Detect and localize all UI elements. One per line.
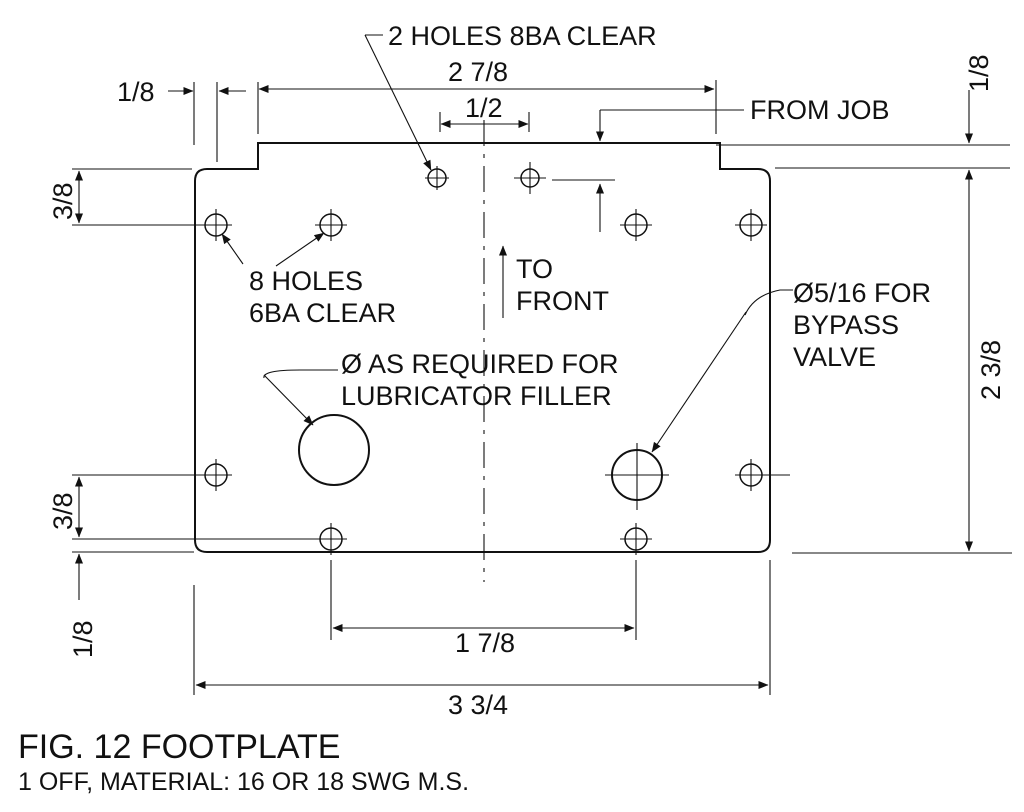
dim-right-step-top: 1/8 — [964, 54, 994, 92]
hole-bottom-right — [620, 523, 652, 555]
hole-top-left-8ba — [425, 166, 449, 190]
dim-top-width: 2 7/8 — [448, 57, 508, 87]
hole-upper-1 — [200, 209, 232, 241]
note-corner-holes-1: 8 HOLES — [249, 266, 363, 296]
hole-bottom-left — [298, 523, 347, 555]
plate-outline — [194, 142, 771, 553]
note-bypass-2: BYPASS — [793, 310, 899, 340]
hole-mid-left — [200, 459, 232, 491]
bypass-valve-hole — [605, 443, 669, 510]
hole-upper-3 — [620, 209, 652, 241]
note-bypass-3: VALVE — [793, 342, 876, 372]
dim-top-step-left: 1/8 — [117, 77, 155, 107]
dim-bottom-hole-spacing: 1 7/8 — [455, 628, 515, 658]
dim-left-lower-offset: 3/8 — [48, 492, 78, 530]
caption-subtitle: 1 OFF, MATERIAL: 16 OR 18 SWG M.S. — [18, 768, 469, 796]
hole-upper-2 — [315, 209, 347, 241]
note-to-front-1: TO — [516, 254, 553, 284]
lubricator-hole — [298, 414, 370, 486]
hole-top-right-8ba — [514, 162, 546, 194]
note-to-front-2: FRONT — [516, 286, 609, 316]
dim-left-upper-offset: 3/8 — [48, 182, 78, 220]
note-corner-holes-2: 6BA CLEAR — [249, 298, 396, 328]
note-lubricator-1: Ø AS REQUIRED FOR — [341, 349, 619, 379]
hole-upper-4 — [735, 209, 767, 241]
dim-overall-width: 3 3/4 — [448, 690, 508, 720]
dim-height: 2 3/8 — [976, 340, 1006, 400]
note-lubricator-2: LUBRICATOR FILLER — [341, 381, 612, 411]
dim-center-spacing: 1/2 — [465, 93, 503, 123]
hole-mid-right — [735, 459, 790, 491]
note-bypass-1: Ø5/16 FOR — [793, 278, 931, 308]
dim-left-bottom-edge: 1/8 — [68, 620, 98, 658]
small-holes — [200, 162, 790, 555]
note-top-holes: 2 HOLES 8BA CLEAR — [388, 21, 657, 51]
note-from-job: FROM JOB — [750, 95, 890, 125]
caption-title: FIG. 12 FOOTPLATE — [18, 728, 340, 766]
